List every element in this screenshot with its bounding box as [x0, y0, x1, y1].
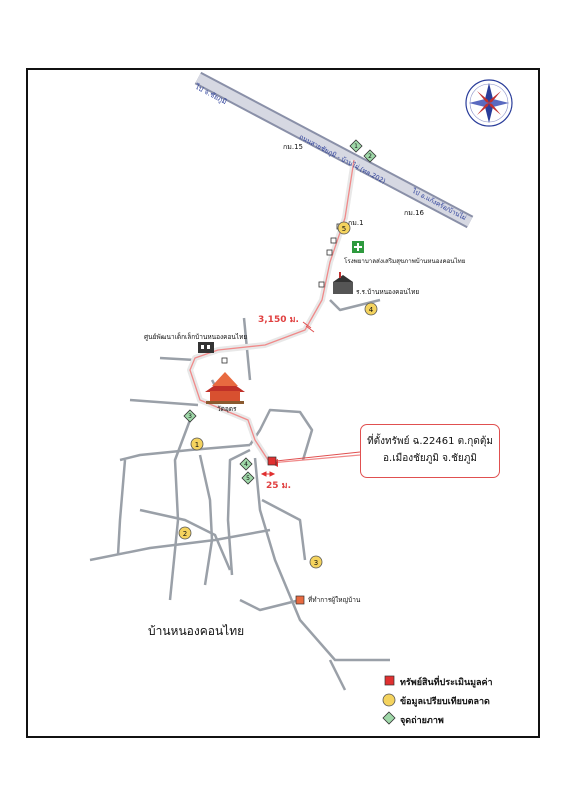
child-center-label: ศูนย์พัฒนาเด็กเล็กบ้านหนองคอนไทย [144, 333, 248, 341]
building-marker [318, 281, 325, 288]
child-center-icon [198, 342, 214, 353]
distance-short-label: 25 ม. [266, 481, 292, 491]
km15-label: กม.15 [283, 143, 303, 151]
callout-line-1: ที่ตั้งทรัพย์ ฉ.22461 ต.กุดตุ้ม [367, 436, 493, 447]
comparable-marker-3 [309, 555, 323, 569]
legend-photo-label: จุดถ่ายภาพ [400, 716, 444, 726]
photo-number-2: 2 [368, 153, 372, 160]
highway [194, 71, 474, 229]
comparable-number-3: 3 [314, 559, 318, 567]
photo-number-4: 4 [244, 461, 248, 468]
school-label: ร.ร.บ้านหนองคอนไทย [356, 288, 420, 296]
comparable-number-2: 2 [183, 530, 187, 538]
legend-comparable-icon [382, 693, 396, 707]
comparable-markers [178, 221, 378, 569]
compass-rose-icon [465, 79, 513, 127]
temple-label: วัดอุดร [217, 405, 237, 413]
village-office-label: ที่ทำการผู้ใหญ่บ้าน [308, 596, 361, 604]
comparable-number-1: 1 [195, 441, 199, 449]
callout-line-2: อ.เมืองชัยภูมิ จ.ชัยภูมิ [383, 453, 477, 464]
photo-number-5: 5 [246, 475, 250, 482]
comparable-marker-1 [190, 437, 204, 451]
photo-marker-5 [241, 471, 255, 485]
building-marker [326, 249, 333, 256]
legend-comparable-label: ข้อมูลเปรียบเทียบตลาด [400, 697, 490, 707]
photo-marker-4 [239, 457, 253, 471]
building-marker [221, 357, 228, 364]
km1-label: กม.1 [348, 219, 364, 227]
comparable-marker-2 [178, 526, 192, 540]
distance-main-label: 3,150 ม. [258, 315, 299, 325]
photo-markers [183, 139, 377, 485]
map-frame [26, 68, 540, 738]
photo-number-3: 3 [188, 413, 192, 420]
legend-property-label: ทรัพย์สินที่ประเมินมูลค่า [400, 678, 493, 688]
photo-marker-2 [363, 149, 377, 163]
legend-photo-icon [382, 711, 396, 725]
comparable-number-5: 5 [342, 225, 346, 233]
building-marker [330, 237, 337, 244]
village-office-marker [295, 595, 305, 605]
route-ticks [302, 321, 315, 333]
hospital-label: โรงพยาบาลส่งเสริมสุขภาพบ้านหนองคอนไทย [344, 258, 466, 265]
hospital-icon [352, 241, 364, 253]
school-icon [333, 272, 353, 294]
photo-marker-3 [183, 409, 197, 423]
property-marker [267, 456, 277, 466]
village-name-label: บ้านหนองคอนไทย [148, 624, 245, 638]
distance-arrow [260, 471, 276, 477]
comparable-number-4: 4 [369, 306, 374, 314]
photo-marker-1 [349, 139, 363, 153]
km16-label: กม.16 [404, 209, 424, 217]
photo-number-1: 1 [354, 143, 358, 150]
comparable-marker-4 [364, 302, 378, 316]
property-callout: ที่ตั้งทรัพย์ ฉ.22461 ต.กุดตุ้ม อ.เมืองช… [360, 424, 500, 478]
legend-property-icon [384, 675, 395, 686]
comparable-marker-5 [337, 221, 351, 235]
temple-icon [205, 372, 245, 404]
